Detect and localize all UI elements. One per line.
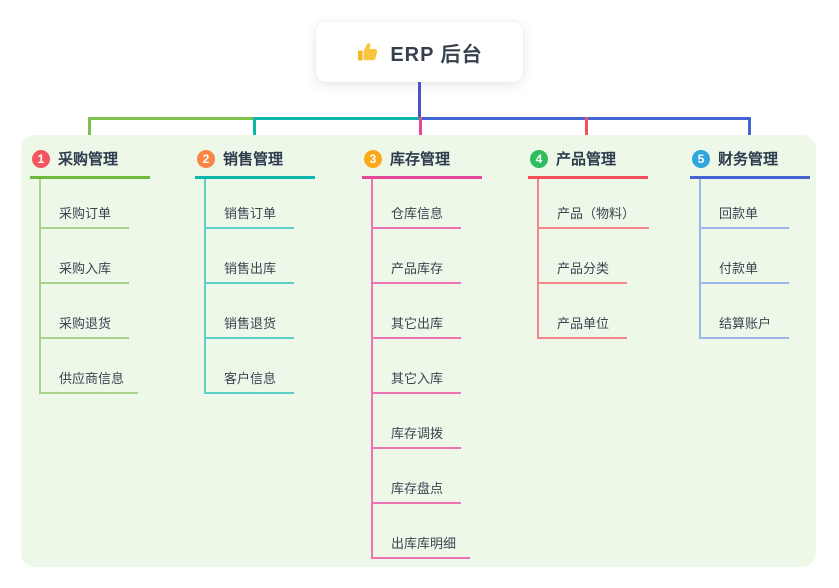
branch-child-label: 结算账户	[719, 316, 772, 331]
branch-child-label: 销售订单	[224, 206, 277, 221]
branch-child-item: 其它入库	[373, 339, 461, 394]
branch-header: 4 产品管理	[528, 148, 648, 179]
connector-drop-3	[419, 117, 422, 148]
branch-child-label: 采购退货	[59, 316, 112, 331]
branch-number-badge: 1	[32, 149, 50, 168]
branch-child-item: 付款单	[701, 229, 789, 284]
branch-child-item: 产品（物料）	[539, 179, 650, 229]
branch: 2 销售管理 销售订单销售出库销售退货客户信息	[195, 148, 315, 394]
branch-child-label: 产品库存	[391, 261, 444, 276]
branch-child-label: 产品分类	[557, 261, 610, 276]
branch-child-label: 销售出库	[224, 261, 277, 276]
branches-panel: 1 采购管理 采购订单采购入库采购退货供应商信息 2 销售管理 销售订单销售出库…	[21, 135, 816, 567]
branch-child-item: 供应商信息	[41, 339, 139, 394]
branch-child-item: 产品库存	[373, 229, 461, 284]
branch-children: 采购订单采购入库采购退货供应商信息	[39, 179, 150, 394]
branch-child-label: 采购订单	[59, 206, 112, 221]
branch-children: 销售订单销售出库销售退货客户信息	[204, 179, 315, 394]
thumbs-up-icon	[356, 40, 380, 64]
branch-children: 仓库信息产品库存其它出库其它入库库存调拨库存盘点出库库明细	[371, 179, 482, 559]
connector-segment-teal	[255, 117, 420, 120]
branch: 1 采购管理 采购订单采购入库采购退货供应商信息	[30, 148, 150, 394]
branch-child-item: 出库库明细	[373, 504, 471, 559]
root-title: ERP 后台	[390, 43, 483, 66]
connector-drop-4	[585, 117, 588, 148]
branch-child-label: 出库库明细	[391, 536, 457, 551]
branch-child-label: 其它入库	[391, 371, 444, 386]
branch-header: 3 库存管理	[362, 148, 482, 179]
root-node: ERP 后台	[316, 22, 523, 82]
branch-child-label: 库存盘点	[391, 481, 444, 496]
branch-header: 2 销售管理	[195, 148, 315, 179]
branch-child-label: 回款单	[719, 206, 759, 221]
branch-child-item: 销售订单	[206, 179, 294, 229]
branch-number-badge: 3	[364, 149, 382, 168]
branch-header: 1 采购管理	[30, 148, 150, 179]
branch-child-label: 采购入库	[59, 261, 112, 276]
root-connector-line	[418, 82, 421, 119]
branch-number-badge: 2	[197, 149, 215, 168]
branch-child-item: 库存盘点	[373, 449, 461, 504]
branch-title: 产品管理	[556, 151, 617, 168]
branch-child-label: 仓库信息	[391, 206, 444, 221]
branch-children: 回款单付款单结算账户	[699, 179, 810, 339]
branch-child-item: 产品分类	[539, 229, 627, 284]
branch-child-label: 销售退货	[224, 316, 277, 331]
branch-child-label: 产品单位	[557, 316, 610, 331]
branch-child-item: 采购退货	[41, 284, 129, 339]
connector-drop-2	[253, 117, 256, 148]
branch-children: 产品（物料） 产品分类产品单位	[537, 179, 650, 339]
branch-child-label: 客户信息	[224, 371, 277, 386]
branch-title: 财务管理	[718, 151, 779, 168]
branch-number-badge: 5	[692, 149, 710, 168]
branch-number-badge: 4	[530, 149, 548, 168]
branch: 4 产品管理 产品（物料） 产品分类产品单位	[528, 148, 650, 339]
branch-title: 库存管理	[390, 151, 451, 168]
connector-drop-5	[748, 117, 751, 148]
branch-child-label: 库存调拨	[391, 426, 444, 441]
branch-child-item: 其它出库	[373, 284, 461, 339]
branch-child-label: 其它出库	[391, 316, 444, 331]
branch-child-item: 回款单	[701, 179, 789, 229]
branch-child-item: 结算账户	[701, 284, 789, 339]
branch-title: 销售管理	[223, 151, 284, 168]
branch-child-item: 采购入库	[41, 229, 129, 284]
branch-child-item: 库存调拨	[373, 394, 461, 449]
branch-child-item: 销售出库	[206, 229, 294, 284]
branch: 5 财务管理 回款单付款单结算账户	[690, 148, 810, 339]
branch-child-item: 产品单位	[539, 284, 627, 339]
branch-title: 采购管理	[58, 151, 119, 168]
branch-child-item: 采购订单	[41, 179, 129, 229]
connector-segment-green	[88, 117, 255, 120]
branch: 3 库存管理 仓库信息产品库存其它出库其它入库库存调拨库存盘点出库库明细	[362, 148, 482, 559]
branch-child-label: 产品（物料）	[557, 206, 636, 221]
branch-header: 5 财务管理	[690, 148, 810, 179]
branch-child-item: 仓库信息	[373, 179, 461, 229]
branch-child-item: 销售退货	[206, 284, 294, 339]
connector-drop-1	[88, 117, 91, 148]
branch-child-item: 客户信息	[206, 339, 294, 394]
branch-child-label: 供应商信息	[59, 371, 125, 386]
branch-child-label: 付款单	[719, 261, 759, 276]
